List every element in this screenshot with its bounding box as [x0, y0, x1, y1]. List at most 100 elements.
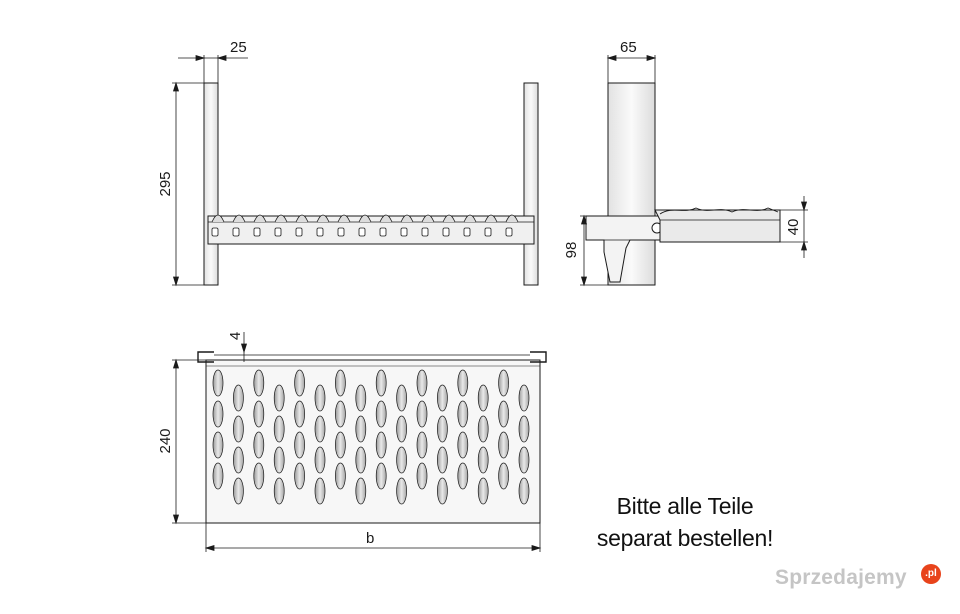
beam-hole — [421, 227, 429, 237]
plate-hole — [335, 462, 346, 490]
plate-hole — [498, 462, 509, 490]
watermark: Sprzedajemy .pl — [775, 564, 945, 596]
order-note: Bitte alle Teile separat bestellen! — [560, 490, 810, 554]
tread-tooth — [484, 214, 498, 223]
tread-tooth — [274, 214, 288, 223]
plate-hole — [498, 431, 509, 459]
side-view — [585, 82, 781, 286]
plate-hole — [396, 446, 407, 474]
plate-hole — [233, 477, 244, 505]
top-right-edge — [530, 351, 547, 363]
plate-hole — [437, 446, 448, 474]
plate-hole — [518, 446, 530, 474]
order-note-line-2: separat bestellen! — [596, 525, 774, 551]
plate-hole — [355, 477, 367, 505]
top-view — [197, 351, 547, 524]
top-plate-holes — [212, 369, 530, 505]
plate-hole — [375, 431, 387, 459]
dim-side-height: 98 — [563, 242, 580, 259]
front-view — [203, 82, 539, 286]
plate-hole — [253, 400, 265, 428]
plate-hole — [314, 477, 326, 505]
front-beam-holes — [211, 227, 513, 237]
plate-hole — [273, 446, 285, 474]
plate-hole — [233, 415, 244, 443]
beam-hole — [211, 227, 219, 237]
beam-hole — [442, 227, 450, 237]
plate-hole — [273, 477, 285, 505]
front-tread-teeth — [211, 214, 519, 223]
tread-tooth — [505, 214, 519, 223]
dim-top-width: b — [366, 530, 374, 547]
plate-hole — [273, 384, 285, 412]
beam-hole — [253, 227, 261, 237]
plate-hole — [294, 462, 305, 490]
plate-hole — [518, 384, 530, 412]
plate-hole — [335, 431, 346, 459]
plate-hole — [253, 462, 265, 490]
plate-hole — [375, 369, 387, 397]
plate-hole — [457, 431, 469, 459]
plate-hole — [518, 477, 530, 505]
plate-hole — [314, 415, 326, 443]
plate-hole — [233, 384, 244, 412]
plate-hole — [294, 431, 305, 459]
front-dimensions — [172, 54, 248, 287]
plate-hole — [212, 369, 224, 397]
plate-hole — [314, 446, 326, 474]
plate-hole — [212, 431, 224, 459]
plate-hole — [294, 400, 305, 428]
plate-hole — [416, 431, 428, 459]
beam-hole — [295, 227, 303, 237]
plate-hole — [233, 446, 244, 474]
plate-hole — [477, 415, 489, 443]
plate-hole — [294, 369, 305, 397]
plate-hole — [375, 462, 387, 490]
watermark-badge: .pl — [921, 564, 941, 584]
tread-tooth — [295, 214, 309, 223]
plate-hole — [253, 369, 265, 397]
beam-hole — [505, 227, 513, 237]
side-dimensions — [580, 54, 808, 287]
dim-top-depth: 240 — [157, 428, 174, 453]
plate-hole — [457, 369, 469, 397]
plate-hole — [314, 384, 326, 412]
plate-hole — [437, 384, 448, 412]
tread-tooth — [421, 214, 435, 223]
plate-hole — [498, 400, 509, 428]
beam-hole — [274, 227, 282, 237]
plate-hole — [457, 400, 469, 428]
beam-hole — [358, 227, 366, 237]
plate-hole — [416, 462, 428, 490]
tread-tooth — [463, 214, 477, 223]
plate-hole — [518, 415, 530, 443]
tread-tooth — [253, 214, 267, 223]
plate-hole — [498, 369, 509, 397]
beam-hole — [484, 227, 492, 237]
tread-tooth — [232, 214, 246, 223]
dim-side-depth: 65 — [620, 39, 637, 56]
beam-hole — [400, 227, 408, 237]
plate-hole — [396, 477, 407, 505]
plate-hole — [396, 384, 407, 412]
front-right-upright — [523, 82, 539, 286]
beam-hole — [463, 227, 471, 237]
beam-hole — [337, 227, 345, 237]
tread-tooth — [400, 214, 414, 223]
side-tread-profile — [659, 207, 779, 215]
tread-tooth — [442, 214, 456, 223]
plate-hole — [477, 477, 489, 505]
plate-hole — [416, 400, 428, 428]
plate-hole — [437, 415, 448, 443]
dim-front-width: 25 — [230, 39, 247, 56]
beam-hole — [316, 227, 324, 237]
plate-hole — [477, 446, 489, 474]
plate-hole — [396, 415, 407, 443]
plate-hole — [355, 446, 367, 474]
plate-hole — [375, 400, 387, 428]
dim-side-step: 40 — [785, 219, 802, 236]
top-dimensions — [172, 332, 542, 552]
plate-hole — [335, 369, 346, 397]
plate-hole — [477, 384, 489, 412]
dim-top-offset: 4 — [227, 332, 244, 340]
